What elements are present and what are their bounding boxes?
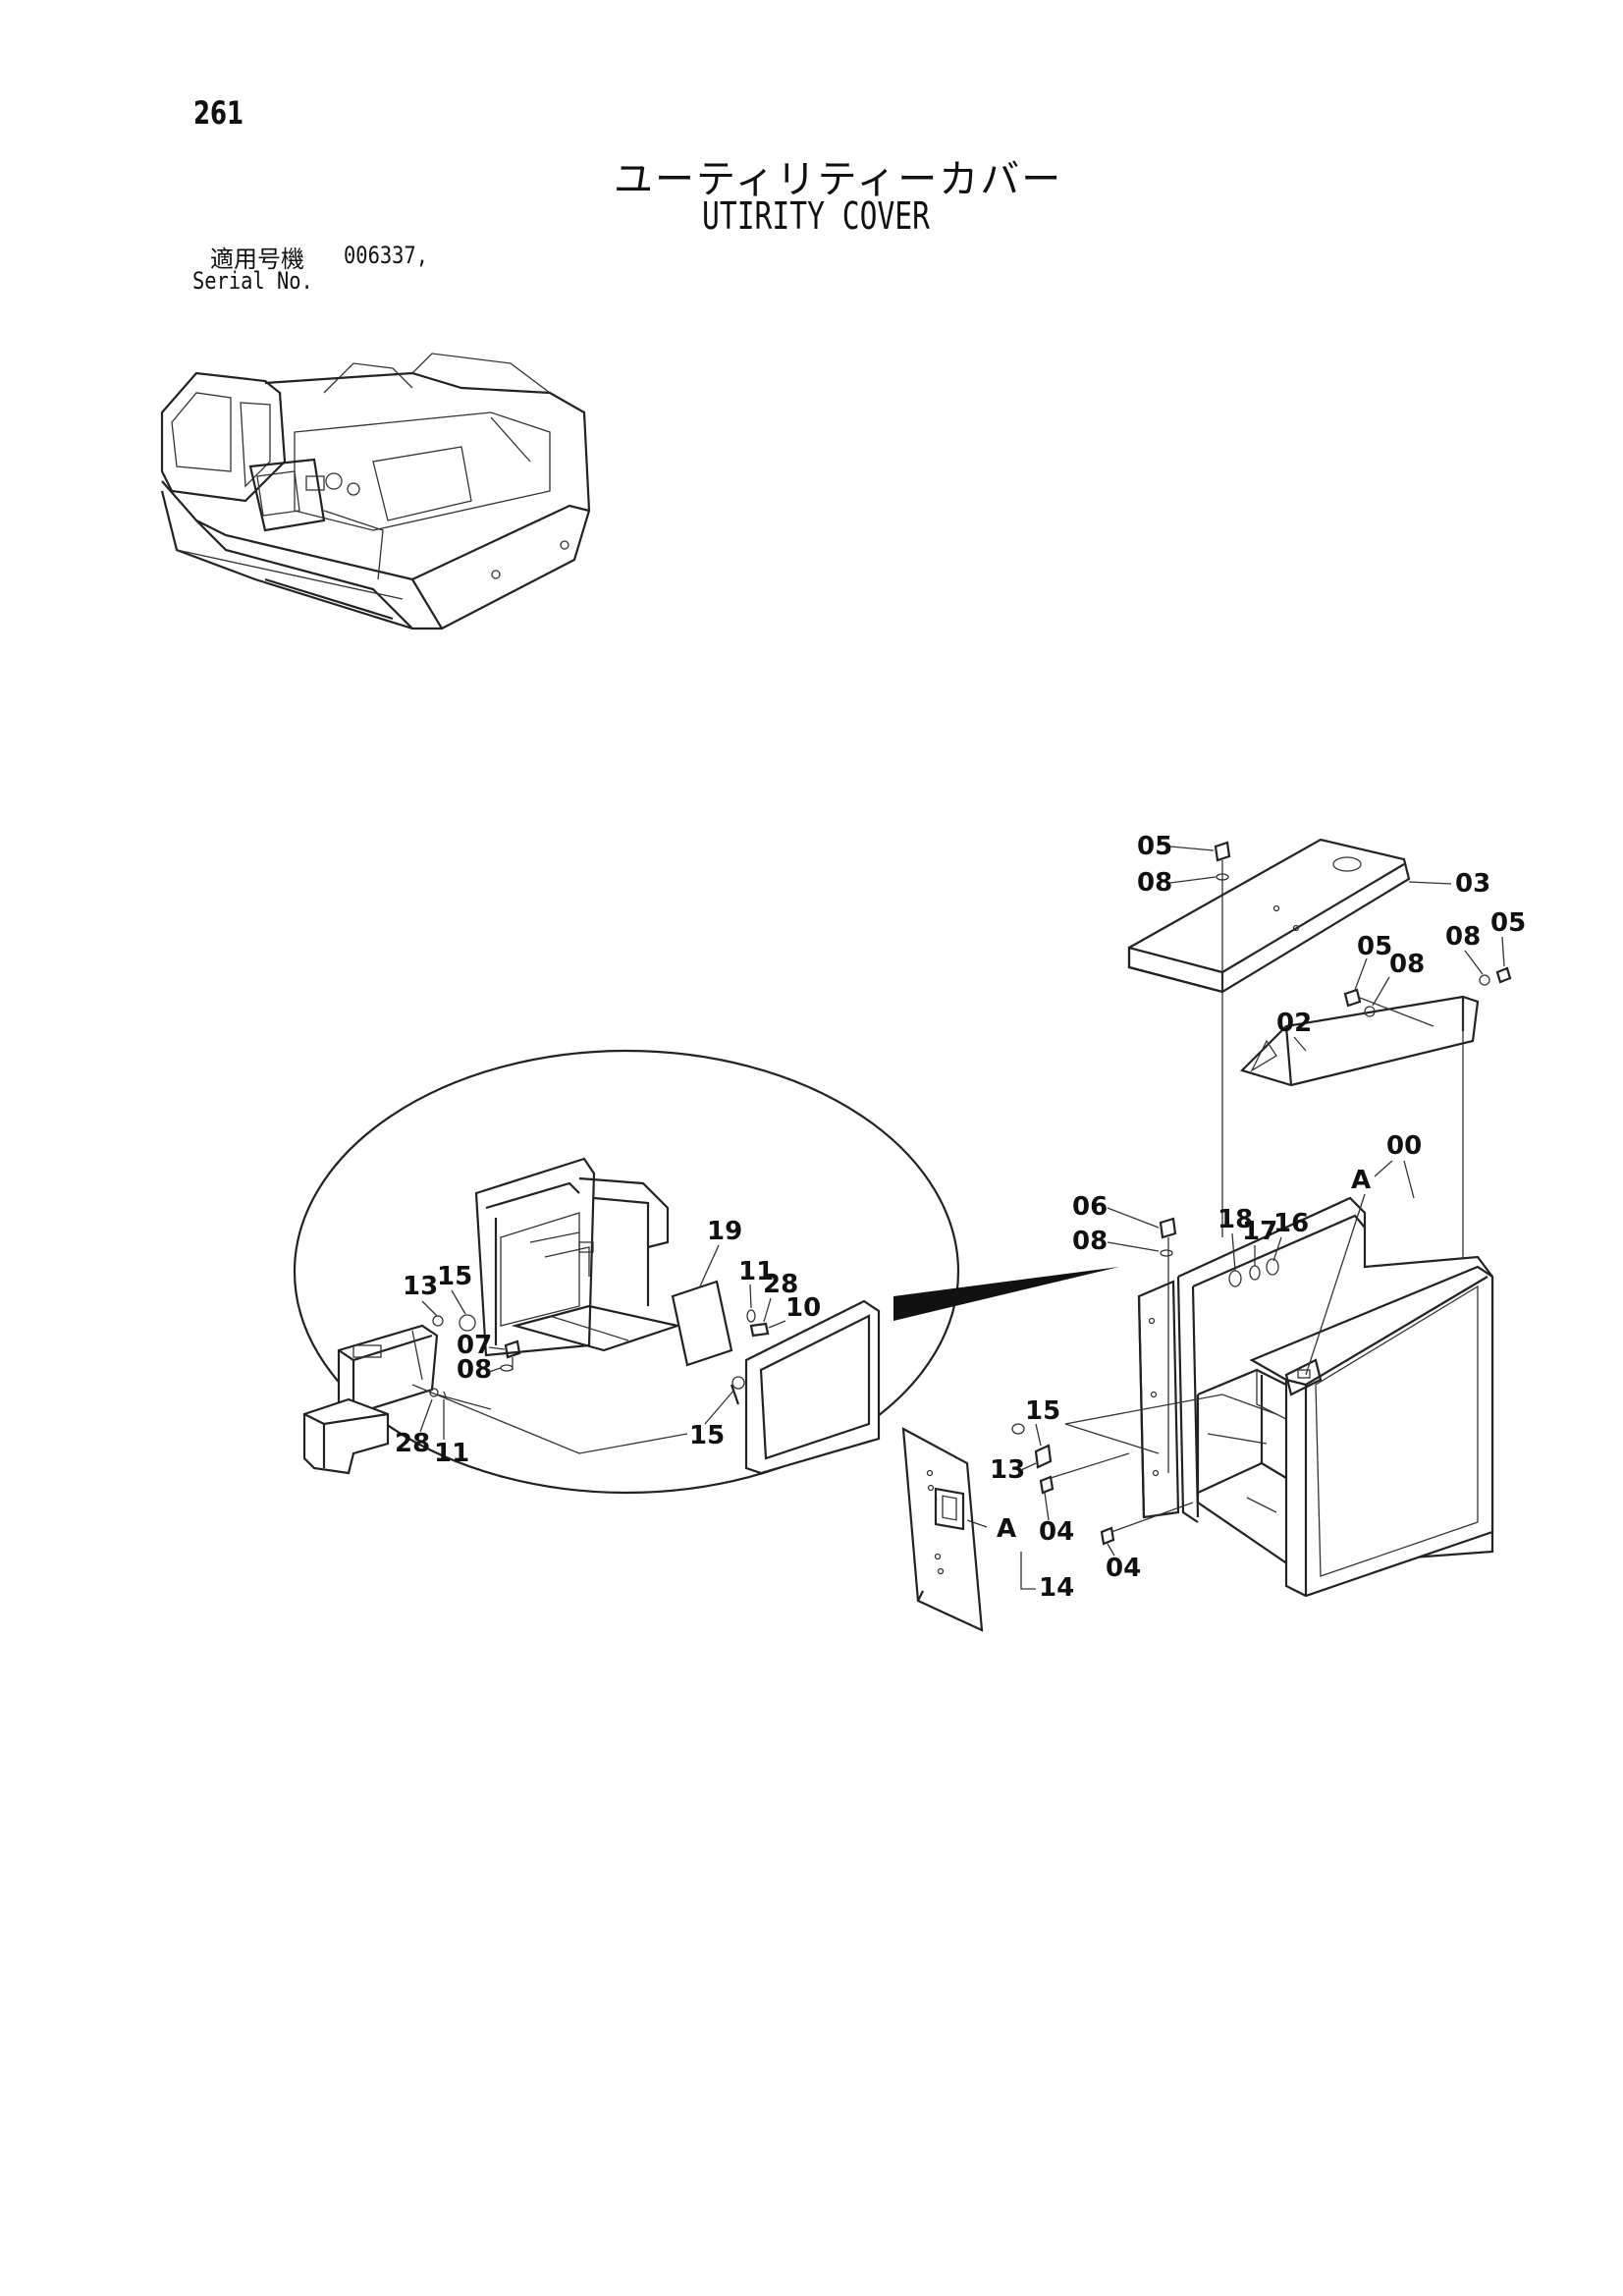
machine-overview [160, 353, 591, 630]
title-english: UTIRITY COVER [702, 194, 930, 238]
label: 05 [1137, 832, 1172, 861]
label: 15 [437, 1262, 472, 1291]
label: 06 [1072, 1192, 1108, 1222]
label: 15 [689, 1421, 725, 1450]
label: 08 [1389, 950, 1425, 979]
label: 18 [1217, 1205, 1253, 1234]
label: 11 [738, 1257, 774, 1286]
label: 08 [1445, 922, 1481, 952]
label: 00 [1386, 1131, 1422, 1161]
label: 07 [457, 1331, 492, 1360]
label: 28 [763, 1270, 798, 1299]
label: 03 [1455, 869, 1490, 899]
label: 17 [1242, 1217, 1277, 1246]
label-layer: 05 08 03 05 08 08 05 02 00 A 16 17 18 06… [395, 832, 1526, 1603]
label: 04 [1106, 1554, 1141, 1583]
label: 10 [785, 1293, 821, 1323]
serial-value: 006337, [344, 242, 428, 269]
label: 05 [1357, 932, 1392, 961]
main-assembly [901, 838, 1512, 1632]
label: 14 [1039, 1573, 1074, 1603]
label: 08 [1137, 868, 1172, 898]
label: 02 [1276, 1009, 1312, 1038]
label: 13 [403, 1272, 438, 1301]
label: 16 [1273, 1209, 1309, 1238]
label: 11 [434, 1439, 469, 1468]
serial-label-english: Serial No. [192, 267, 313, 295]
label: 19 [707, 1217, 742, 1246]
label: A [1351, 1166, 1371, 1195]
page-number: 261 [193, 94, 244, 132]
label: A [997, 1514, 1016, 1544]
label: 28 [395, 1429, 430, 1458]
serial-label-japanese: 適用号機 [210, 246, 304, 273]
title-japanese: ユーティリティーカバー [614, 157, 1063, 202]
detail-circle [293, 1049, 1119, 1495]
label: 15 [1025, 1396, 1060, 1426]
label: 08 [457, 1355, 492, 1385]
label: 04 [1039, 1517, 1074, 1547]
label: 13 [990, 1455, 1025, 1485]
label: 05 [1490, 908, 1526, 938]
label: 08 [1072, 1227, 1108, 1256]
